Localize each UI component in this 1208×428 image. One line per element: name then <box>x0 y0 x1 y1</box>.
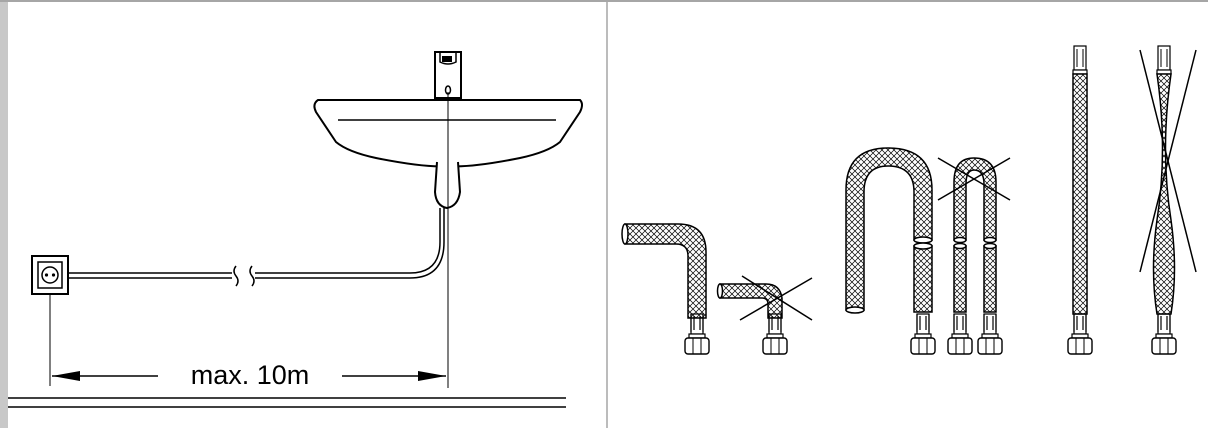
floor-line-icon <box>8 397 566 408</box>
hose-straight-ok-icon <box>1067 45 1093 355</box>
hose-loop-wrong-icon <box>937 157 1011 355</box>
max-distance-label: max. 10m <box>190 360 310 390</box>
dimension-arrow-icon <box>52 371 446 381</box>
power-cable-icon <box>68 208 445 287</box>
left-strip <box>0 0 8 428</box>
hose-twisted-wrong-icon <box>1139 45 1197 355</box>
hose-bend-wrong-icon <box>716 275 813 355</box>
wall-socket-icon <box>31 255 69 295</box>
hose-bend-ok-icon <box>621 223 710 355</box>
sensor-faucet-icon <box>434 51 462 99</box>
hose-loop-ok-icon <box>845 147 936 355</box>
